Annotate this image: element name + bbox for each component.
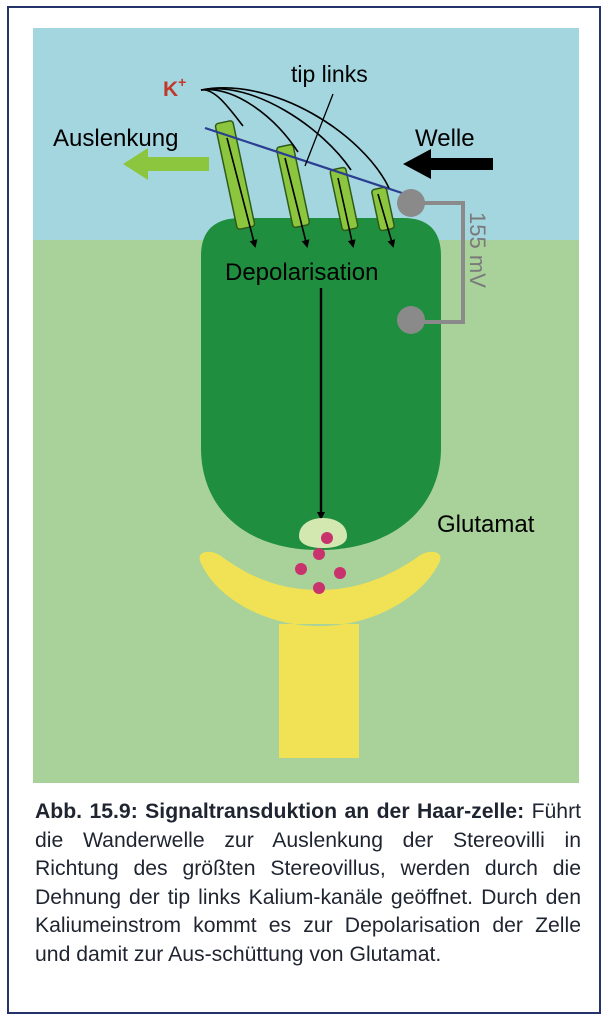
depolarisation-label: Depolarisation xyxy=(225,259,378,286)
afferent-terminal xyxy=(199,551,441,758)
synaptic-vesicle xyxy=(299,518,347,548)
stereovillus-3 xyxy=(329,166,359,232)
tip-links-pointer xyxy=(304,93,334,167)
wave-label: Welle xyxy=(415,125,475,152)
caption-text: Führt die Wanderwelle zur Auslenkung der… xyxy=(35,800,582,966)
tip-link-line xyxy=(204,126,406,196)
potassium-influx-arrows xyxy=(226,137,396,248)
figure-frame: K+ tip links Auslenkung Welle 155 mV Dep… xyxy=(7,6,601,1014)
voltage-measurement: 155 mV xyxy=(397,189,490,334)
stereovilli xyxy=(214,120,395,232)
stereovillus-1 xyxy=(214,120,256,230)
hair-cell-diagram: K+ tip links Auslenkung Welle 155 mV Dep… xyxy=(33,28,579,783)
wave-arrow xyxy=(403,149,493,179)
voltage-label: 155 mV xyxy=(465,212,490,288)
electrode-top xyxy=(397,189,425,217)
potassium-label: K+ xyxy=(163,74,186,101)
figure-caption: Abb. 15.9: Signaltransduktion an der Haa… xyxy=(35,798,581,970)
tip-links-label: tip links xyxy=(291,61,368,87)
deflection-label: Auslenkung xyxy=(53,125,178,152)
glutamate-molecules xyxy=(295,532,346,594)
caption-title: Abb. 15.9: Signaltransduktion an der Haa… xyxy=(35,800,525,823)
glutamate-label: Glutamat xyxy=(437,511,535,538)
tip-link-arcs xyxy=(200,87,390,189)
electrode-bottom xyxy=(397,306,425,334)
deflection-arrow xyxy=(123,148,209,180)
